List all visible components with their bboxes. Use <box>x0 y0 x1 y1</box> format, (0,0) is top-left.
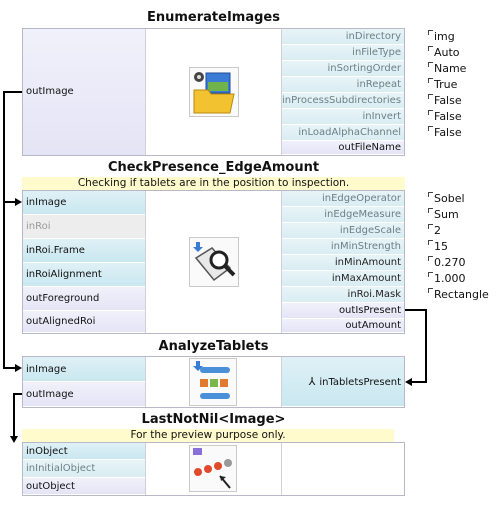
check-presence-title: CheckPresence_EdgeAmount <box>107 160 320 175</box>
input-in-edge-measure[interactable]: inEdgeMeasure <box>282 207 404 223</box>
value-roi-mask[interactable]: Rectangle <box>434 288 489 301</box>
value-invert[interactable]: False <box>434 110 462 123</box>
analyze-tablets-block[interactable]: inImage outImage ⅄inTabletsPresent <box>22 356 405 408</box>
port-out-image-analyze[interactable]: outImage <box>23 382 145 407</box>
last-not-nil-note: For the preview purpose only. <box>22 429 394 442</box>
check-icon-area <box>145 191 282 333</box>
last-not-nil-icon-area <box>145 443 282 495</box>
value-edge-scale[interactable]: 2 <box>434 224 441 237</box>
value-max-amount[interactable]: 1.000 <box>434 272 466 285</box>
last-not-nil-title: LastNotNil<Image> <box>141 412 286 427</box>
check-presence-block[interactable]: inImage inRoi inRoi.Frame inRoiAlignment… <box>22 190 405 334</box>
analyze-blocks-icon <box>189 358 237 406</box>
input-in-edge-operator[interactable]: inEdgeOperator <box>282 191 404 207</box>
value-edge-operator[interactable]: Sobel <box>434 192 465 205</box>
port-in-tablets-present-label: inTabletsPresent <box>319 377 401 388</box>
port-in-roi[interactable]: inRoi <box>23 215 145 239</box>
check-presence-note: Checking if tablets are in the position … <box>22 177 405 190</box>
output-out-is-present[interactable]: outIsPresent <box>282 303 404 319</box>
input-in-roi-mask[interactable]: inRoi.Mask <box>282 287 404 303</box>
input-in-invert[interactable]: inInvert <box>282 109 404 125</box>
enumerate-images-title: EnumerateImages <box>147 10 280 25</box>
input-in-min-strength[interactable]: inMinStrength <box>282 239 404 255</box>
value-process-subdirectories[interactable]: False <box>434 94 462 107</box>
input-in-file-type[interactable]: inFileType <box>282 45 404 61</box>
output-out-file-name[interactable]: outFileName <box>282 141 404 155</box>
port-out-image[interactable]: outImage <box>23 29 145 155</box>
analyze-tablets-title: AnalyzeTablets <box>158 339 269 354</box>
folder-images-icon <box>189 67 239 117</box>
port-out-object[interactable]: outObject <box>23 478 145 495</box>
value-sorting-order[interactable]: Name <box>434 62 467 75</box>
input-in-directory[interactable]: inDirectory <box>282 29 404 45</box>
input-in-process-subdirectories[interactable]: inProcessSubdirectories <box>282 93 404 109</box>
value-repeat[interactable]: True <box>434 78 458 91</box>
last-not-nil-icon <box>189 445 237 492</box>
input-in-min-amount[interactable]: inMinAmount <box>282 255 404 271</box>
port-in-roi-frame[interactable]: inRoi.Frame <box>23 239 145 263</box>
enumerate-images-block[interactable]: outImage inDirectory inFileType inSortin… <box>22 28 405 156</box>
input-in-load-alpha-channel[interactable]: inLoadAlphaChannel <box>282 125 404 141</box>
value-min-amount[interactable]: 0.270 <box>434 256 466 269</box>
value-load-alpha-channel[interactable]: False <box>434 126 462 139</box>
input-in-max-amount[interactable]: inMaxAmount <box>282 271 404 287</box>
value-edge-measure[interactable]: Sum <box>434 208 459 221</box>
port-out-foreground[interactable]: outForeground <box>23 287 145 311</box>
value-file-type[interactable]: Auto <box>434 46 460 59</box>
input-in-repeat[interactable]: inRepeat <box>282 77 404 93</box>
port-in-roi-alignment[interactable]: inRoiAlignment <box>23 263 145 287</box>
input-in-edge-scale[interactable]: inEdgeScale <box>282 223 404 239</box>
port-in-tablets-present[interactable]: ⅄inTabletsPresent <box>282 357 404 407</box>
branch-icon: ⅄ <box>308 375 316 388</box>
port-out-aligned-roi[interactable]: outAlignedRoi <box>23 311 145 333</box>
magnifier-check-icon <box>189 237 239 287</box>
input-in-sorting-order[interactable]: inSortingOrder <box>282 61 404 77</box>
value-min-strength[interactable]: 15 <box>434 240 448 253</box>
port-in-initial-object[interactable]: inInitialObject <box>23 460 145 478</box>
port-in-object[interactable]: inObject <box>23 443 145 460</box>
port-in-image[interactable]: inImage <box>23 191 145 215</box>
output-out-amount[interactable]: outAmount <box>282 319 404 333</box>
value-directory[interactable]: img <box>434 30 455 43</box>
enumerate-icon-area <box>145 29 282 155</box>
last-not-nil-block[interactable]: inObject inInitialObject outObject <box>22 442 405 496</box>
port-in-image-analyze[interactable]: inImage <box>23 357 145 382</box>
analyze-icon-area <box>145 357 282 407</box>
